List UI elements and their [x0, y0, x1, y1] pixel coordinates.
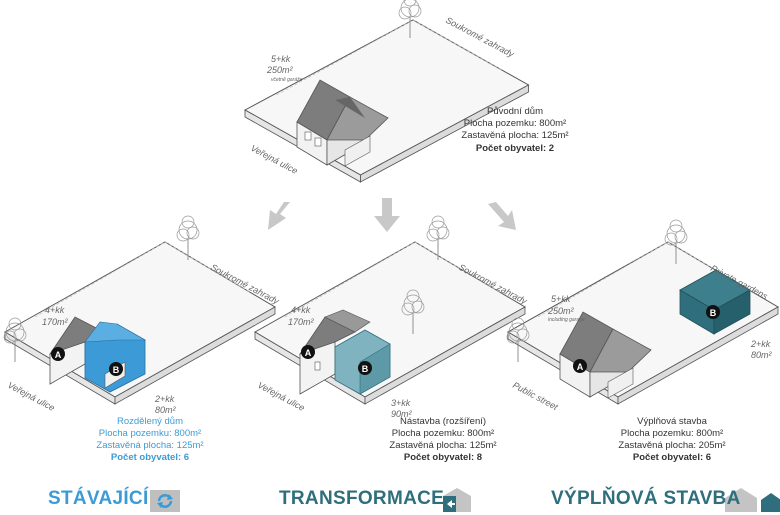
right-plot: Plocha pozemku: 800m²	[621, 428, 723, 439]
right-unit-a-type: 5+kk	[551, 294, 571, 304]
top-unit-note: včetně garáže	[271, 77, 303, 83]
top-info: Původní dům Plocha pozemku: 800m² Zastav…	[461, 106, 568, 154]
right-info: Výplňová stavba Plocha pozemku: 800m² Za…	[618, 416, 725, 463]
middle-info: Nástavba (rozšíření) Plocha pozemku: 800…	[389, 416, 496, 463]
top-street-label: Veřejná ulice	[249, 143, 299, 176]
infill-icon	[725, 488, 780, 512]
legend-existing: STÁVAJÍCÍ	[48, 488, 149, 509]
middle-title: Nástavba (rozšíření)	[400, 416, 486, 427]
right-unit-b-type: 2+kk	[750, 339, 771, 349]
middle-residents: Počet obyvatel: 8	[404, 452, 482, 463]
left-title: Rozdělený dům	[117, 416, 183, 427]
left-unit-b-area: 80m²	[155, 405, 177, 415]
badge-b	[358, 361, 372, 375]
left-unit-a-area: 170m²	[42, 317, 69, 327]
left-unit-a-type: 4+kk	[45, 305, 65, 315]
middle-plot: Plocha pozemku: 800m²	[392, 428, 494, 439]
middle-unit-a-area: 170m²	[288, 317, 315, 327]
refresh-icon	[150, 490, 180, 512]
middle-unit-b-type: 3+kk	[391, 398, 411, 408]
left-unit-b-type: 2+kk	[154, 394, 175, 404]
right-unit-a-area: 250m²	[547, 306, 575, 316]
right-street-label: Public street	[511, 380, 560, 412]
legend-transformation: TRANSFORMACE	[279, 488, 445, 509]
left-info: Rozdělený dům Plocha pozemku: 800m² Zast…	[96, 416, 203, 463]
right-built: Zastavěná plocha: 205m²	[618, 440, 725, 451]
right-unit-b-area: 80m²	[751, 350, 773, 360]
arrow-down	[374, 198, 400, 232]
middle-built: Zastavěná plocha: 125m²	[389, 440, 496, 451]
badge-a	[51, 347, 65, 361]
badge-b-label: B	[113, 365, 120, 375]
right-title: Výplňová stavba	[637, 416, 707, 427]
badge-a-label: A	[55, 350, 62, 360]
transformation-arrows	[268, 198, 516, 232]
middle-unit-b-area: 90m²	[391, 409, 413, 419]
badge-a	[301, 345, 315, 359]
left-house	[48, 316, 147, 393]
right-residents: Počet obyvatel: 6	[633, 452, 711, 463]
top-plot: Plocha pozemku: 800m²	[464, 118, 566, 129]
arrow-right	[488, 202, 516, 230]
top-title: Původní dům	[487, 106, 543, 117]
extension-icon	[443, 488, 471, 512]
middle-diagram: A B 4+kk 170m² 3+kk 90m² Soukromé zahrad…	[254, 215, 529, 419]
right-unit-a-note: including garage	[548, 317, 585, 323]
legend-infill: VÝPLŇOVÁ STAVBA	[551, 488, 741, 509]
badge-b	[706, 305, 720, 319]
badge-a-label: A	[305, 348, 312, 358]
left-diagram: A B 4+kk 170m² 2+kk 80m² Soukromé zahrad…	[3, 215, 281, 415]
top-diagram: 5+kk 250m² včetně garáže Soukromé zahrad…	[244, 0, 530, 183]
badge-b-label: B	[710, 308, 717, 318]
left-plot: Plocha pozemku: 800m²	[99, 428, 201, 439]
top-residents: Počet obyvatel: 2	[476, 143, 554, 154]
left-street-label: Veřejná ulice	[6, 380, 56, 413]
left-built: Zastavěná plocha: 125m²	[96, 440, 203, 451]
middle-unit-a-type: 4+kk	[291, 305, 311, 315]
middle-street-label: Veřejná ulice	[256, 380, 306, 413]
top-built: Zastavěná plocha: 125m²	[461, 130, 568, 141]
badge-b-label: B	[362, 364, 369, 374]
top-unit-type: 5+kk	[271, 54, 291, 64]
top-unit-area: 250m²	[266, 65, 294, 75]
right-diagram: A B 5+kk 250m² including garage 2+kk 80m…	[506, 219, 779, 412]
infill-building	[679, 269, 751, 335]
top-house	[296, 79, 389, 167]
arrow-left	[268, 202, 290, 230]
badge-a-label: A	[577, 362, 584, 372]
badge-a	[573, 359, 587, 373]
left-residents: Počet obyvatel: 6	[111, 452, 189, 463]
badge-b	[109, 362, 123, 376]
